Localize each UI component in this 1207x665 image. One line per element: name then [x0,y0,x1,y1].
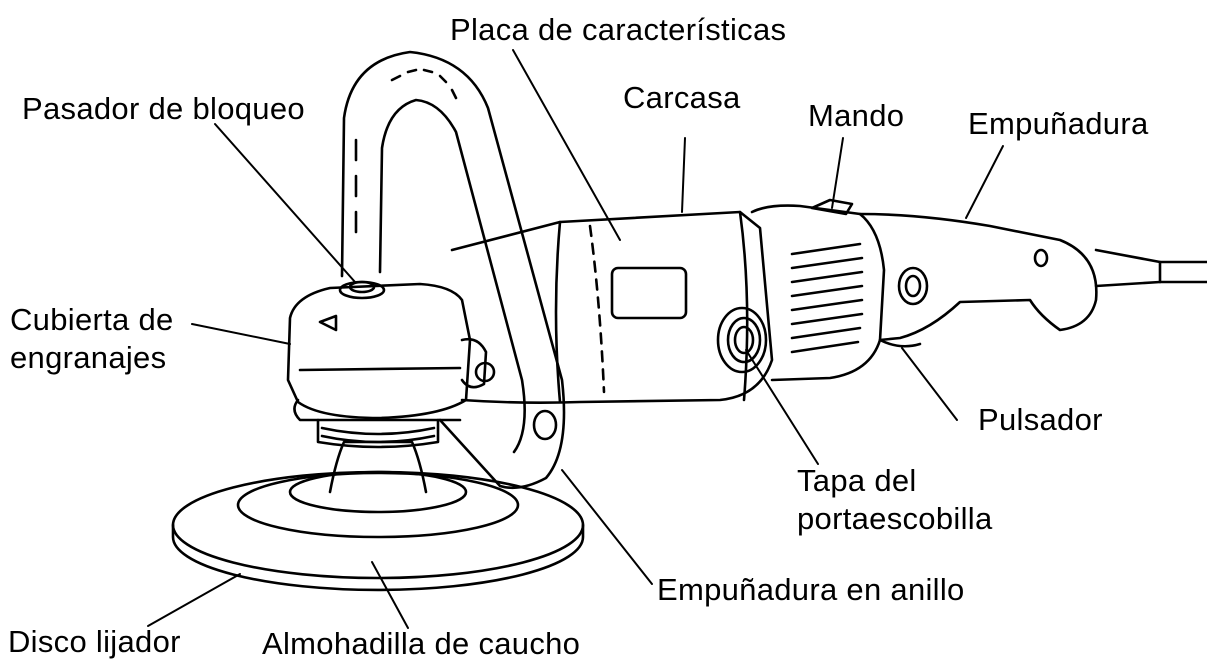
handle-drawing [858,212,1098,348]
leader-loop-handle [561,469,653,585]
leader-handle [965,145,1004,219]
label-trigger: Pulsador [978,402,1103,437]
label-gear-cover-line2: engranajes [10,340,167,375]
leader-rubber-pad [371,561,409,629]
leader-knob [831,137,844,209]
housing-drawing [450,210,774,404]
label-lock-pin: Pasador de bloqueo [22,91,305,126]
sanding-disc-drawing [171,470,585,592]
rear-body-drawing [750,198,886,382]
label-housing: Carcasa [623,80,741,115]
label-brush-cap-line2: portaescobilla [797,501,993,536]
leader-lines [147,49,1004,629]
label-knob: Mando [808,98,905,133]
label-sanding-disc: Disco lijador [8,624,181,659]
leader-sanding-disc [147,573,241,627]
leader-lock-pin [214,123,356,283]
spindle-drawing [316,418,440,494]
label-rubber-pad: Almohadilla de caucho [262,626,581,661]
leader-trigger [901,347,958,421]
leader-nameplate [512,49,621,241]
leader-brush-cap [745,349,819,465]
leader-housing [681,137,686,213]
leader-gear-cover [191,323,291,345]
power-cord-drawing [1094,248,1207,288]
loop-handle-drawing [340,50,566,490]
label-handle: Empuñadura [968,106,1149,141]
label-brush-cap-line1: Tapa del [797,463,917,498]
label-gear-cover-line1: Cubierta de [10,302,174,337]
gear-cover-drawing [286,280,472,422]
label-nameplate: Placa de características [450,12,787,47]
label-loop-handle: Empuñadura en anillo [657,572,965,607]
brush-cap-drawing [716,306,768,374]
